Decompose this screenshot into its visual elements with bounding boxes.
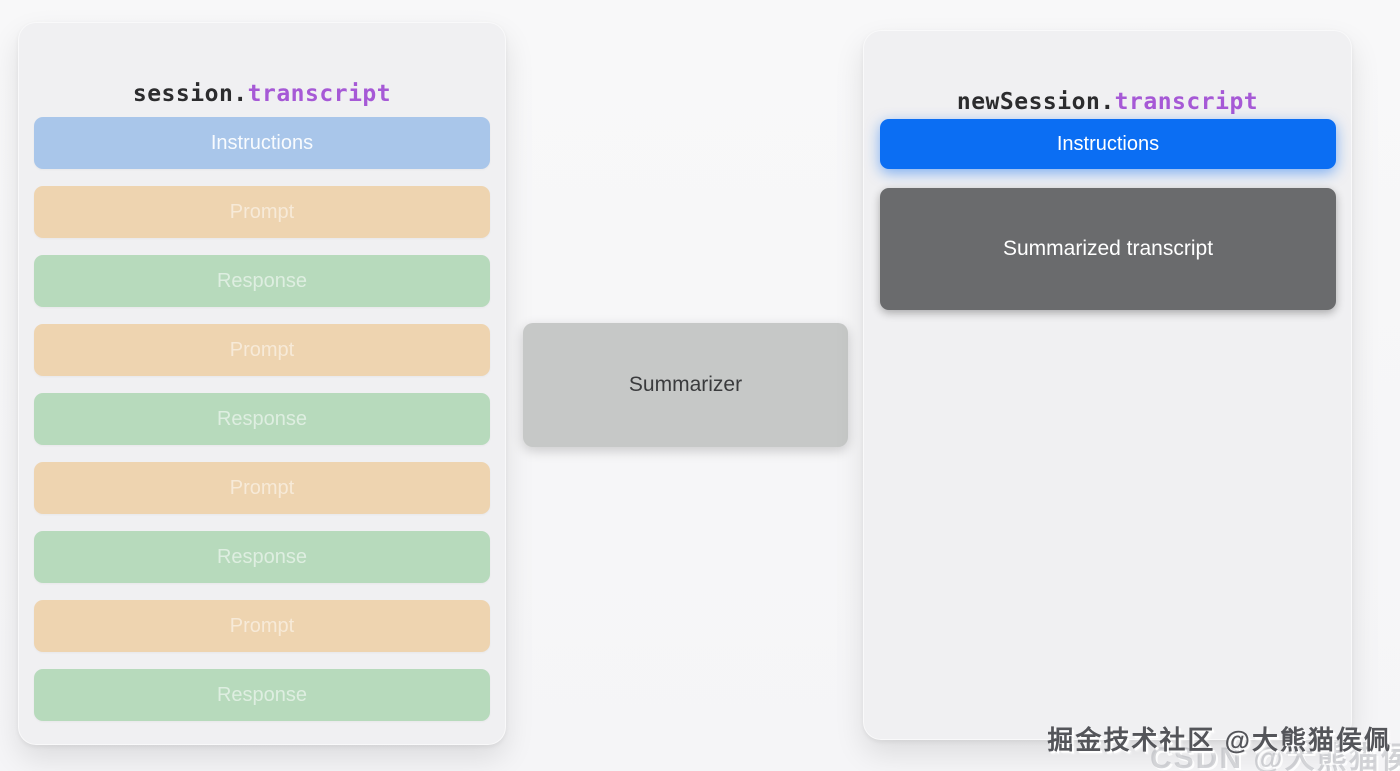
new-session-transcript-title: newSession.transcript bbox=[864, 89, 1351, 115]
row-response: Response bbox=[34, 531, 490, 583]
new-session-transcript-card: newSession.transcript Instructions Summa… bbox=[863, 30, 1352, 740]
code-prefix: newSession. bbox=[956, 89, 1115, 115]
summarizer-label: Summarizer bbox=[628, 373, 743, 396]
row-prompt: Prompt bbox=[34, 462, 490, 514]
row-instructions-active: Instructions bbox=[880, 119, 1336, 169]
transcript-rows: Instructions Prompt Response Prompt Resp… bbox=[34, 117, 490, 721]
watermark-text: 掘金技术社区 @大熊猫侯佩 bbox=[1047, 725, 1392, 755]
row-prompt: Prompt bbox=[34, 324, 490, 376]
summarized-transcript-block: Summarized transcript bbox=[880, 188, 1336, 310]
session-transcript-title: session.transcript bbox=[19, 81, 505, 107]
row-response: Response bbox=[34, 669, 490, 721]
row-response: Response bbox=[34, 255, 490, 307]
watermark-ghost: CSDN @大熊猫侯佩 bbox=[1150, 742, 1400, 771]
transcript-rows: Instructions Summarized transcript bbox=[880, 119, 1336, 310]
summarizer-box: Summarizer bbox=[523, 323, 848, 447]
row-prompt: Prompt bbox=[34, 186, 490, 238]
code-highlight: transcript bbox=[1114, 89, 1259, 115]
code-prefix: session. bbox=[132, 81, 248, 107]
code-highlight: transcript bbox=[247, 81, 392, 107]
row-prompt: Prompt bbox=[34, 600, 490, 652]
row-response: Response bbox=[34, 393, 490, 445]
row-instructions: Instructions bbox=[34, 117, 490, 169]
session-transcript-card: session.transcript Instructions Prompt R… bbox=[18, 22, 506, 745]
